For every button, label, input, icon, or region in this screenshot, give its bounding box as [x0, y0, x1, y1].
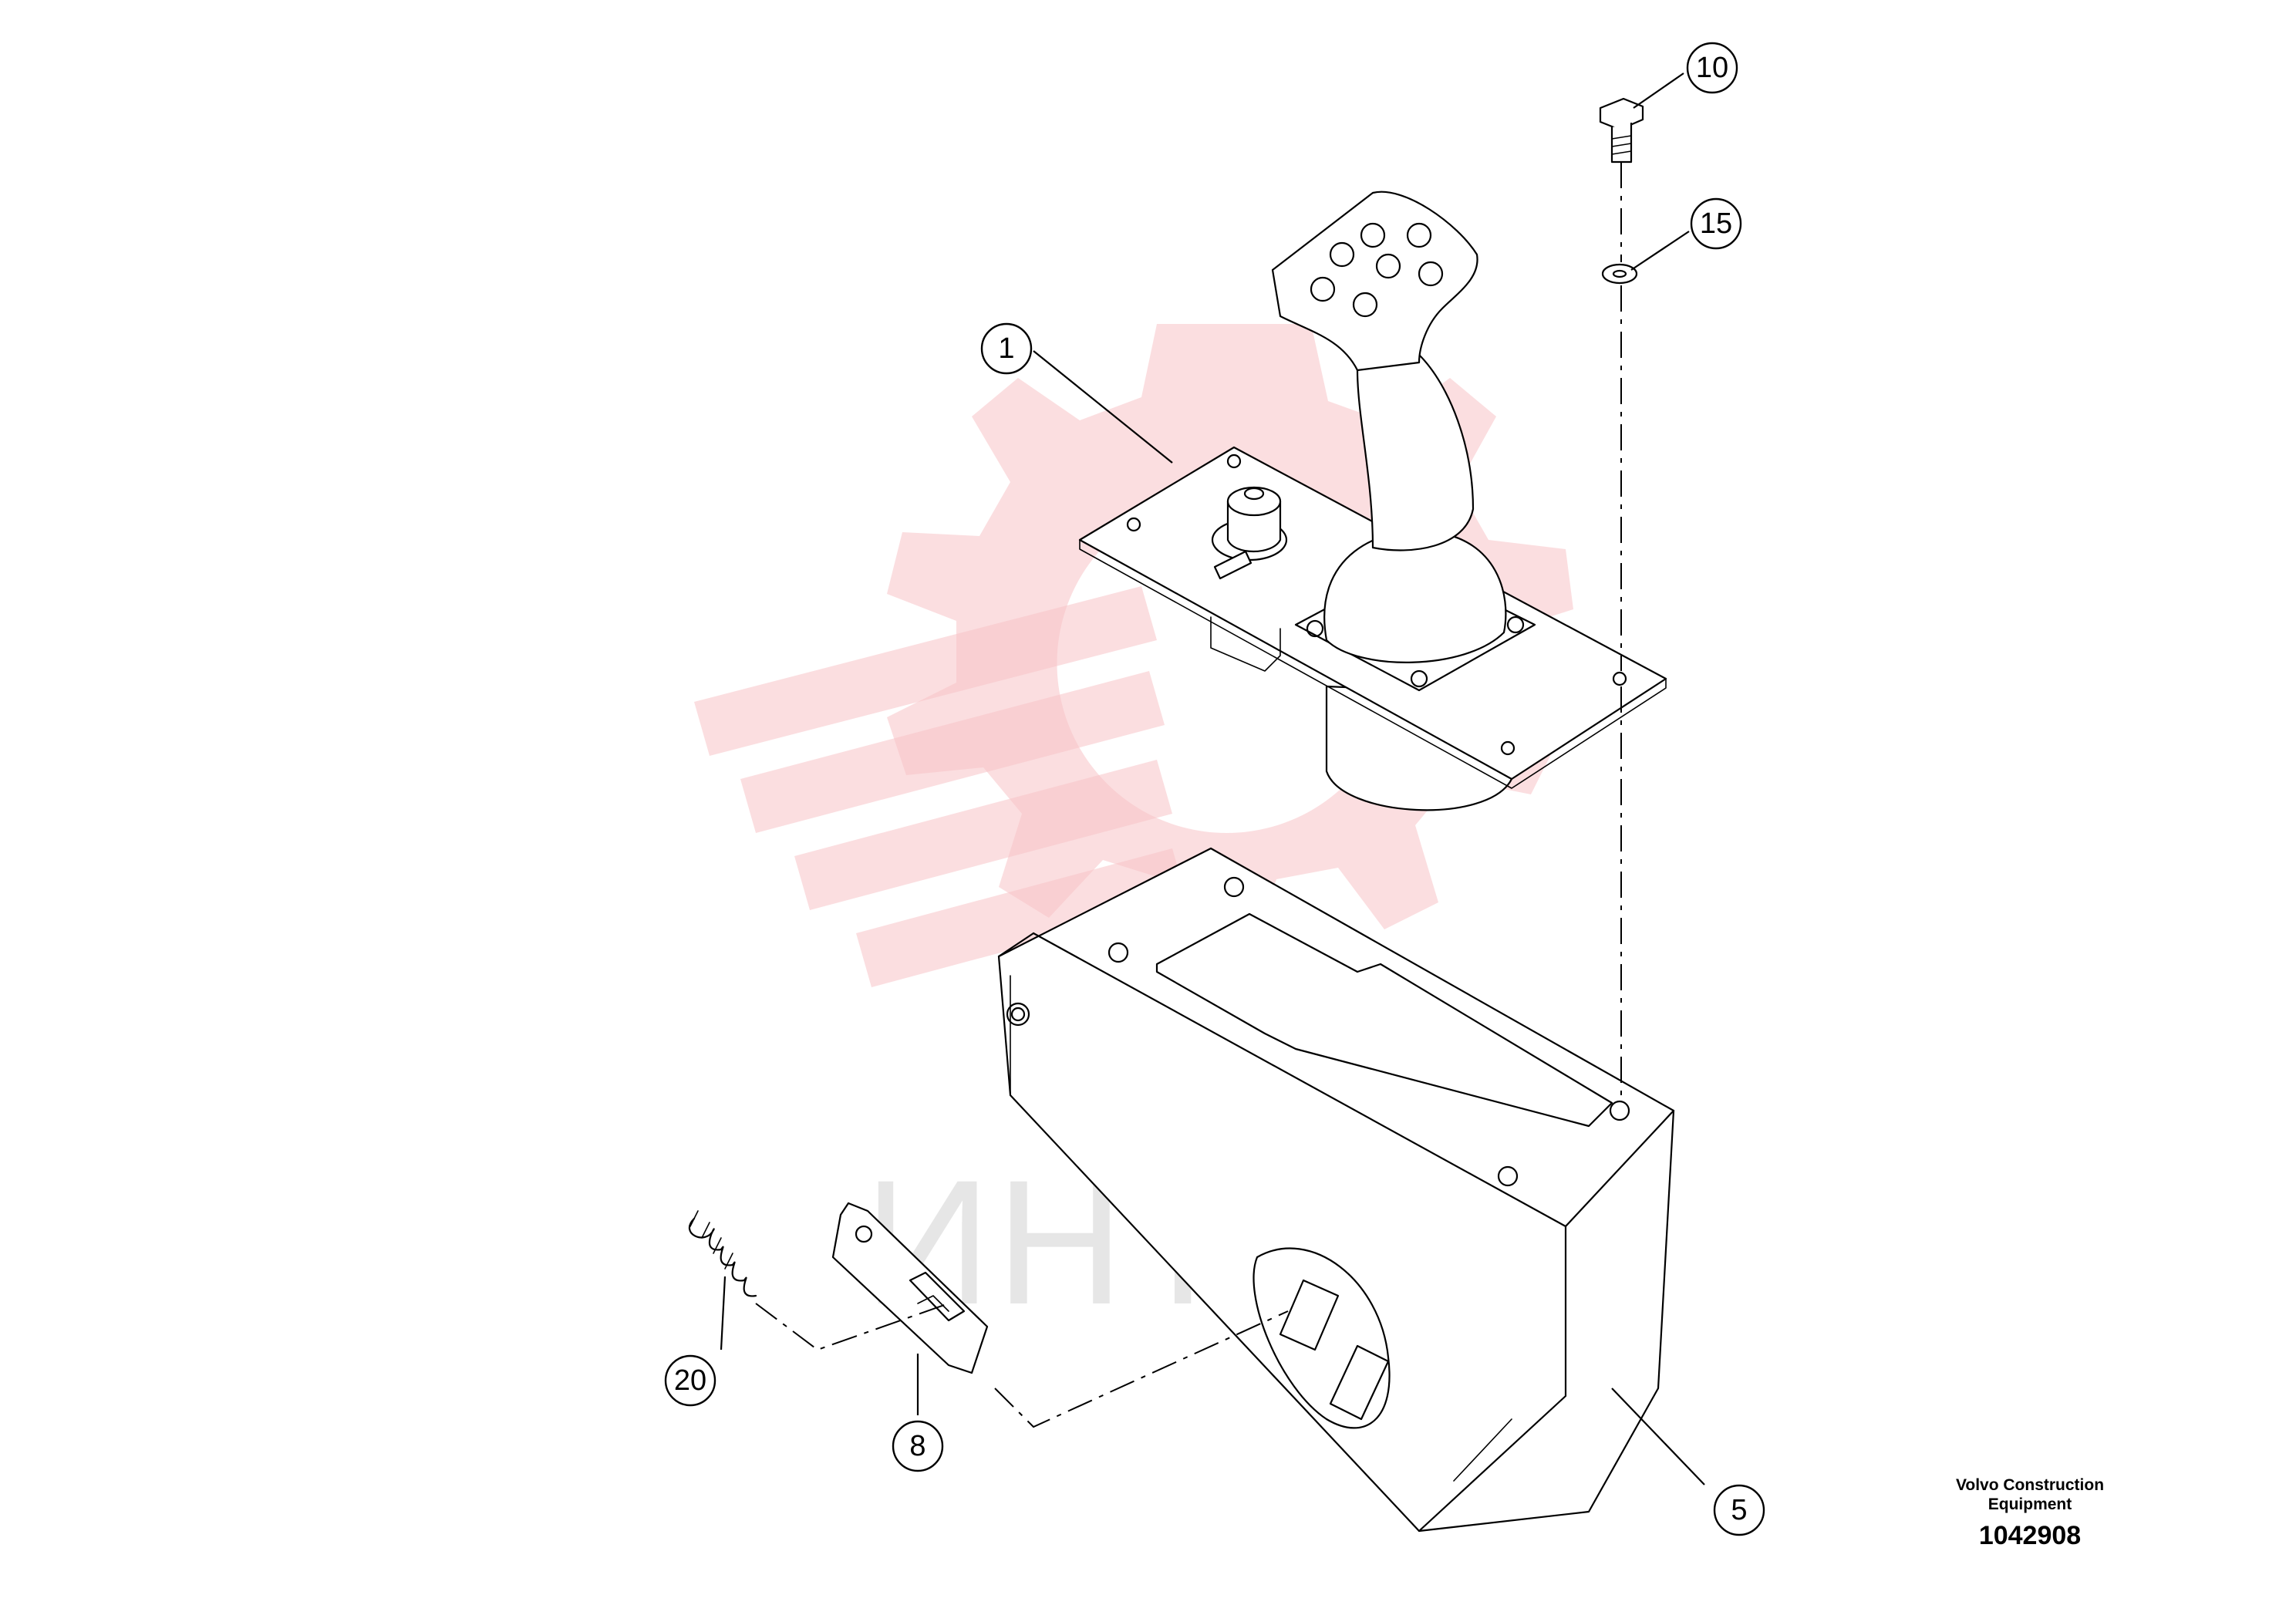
svg-text:15: 15: [1700, 207, 1732, 240]
svg-text:1: 1: [998, 332, 1014, 365]
drawing-number: 1042908: [1979, 1521, 2081, 1550]
part-bolt: [1599, 97, 1644, 164]
reference-block: Volvo Construction Equipment 1042908: [1956, 1476, 2104, 1550]
callout-20: 20: [664, 1354, 716, 1407]
part-console-housing: [997, 847, 1675, 1533]
svg-text:20: 20: [674, 1364, 706, 1397]
company-name-line1: Volvo Construction: [1956, 1476, 2104, 1494]
callout-8: 8: [892, 1420, 944, 1472]
callout-15: 15: [1690, 197, 1742, 250]
assembly-lines: [755, 162, 1622, 1428]
callout-leaders: [720, 73, 1705, 1485]
callout-5: 5: [1713, 1484, 1765, 1536]
part-washer: [1601, 263, 1638, 285]
callout-1: 1: [980, 322, 1033, 375]
part-latch-plate: [831, 1202, 989, 1374]
svg-text:10: 10: [1696, 52, 1728, 84]
svg-text:8: 8: [909, 1430, 925, 1462]
part-joystick-assembly: [1078, 191, 1667, 811]
svg-text:5: 5: [1731, 1494, 1747, 1526]
callout-10: 10: [1686, 42, 1738, 94]
part-spring: [688, 1210, 757, 1297]
company-name-line2: Equipment: [1988, 1496, 2072, 1513]
